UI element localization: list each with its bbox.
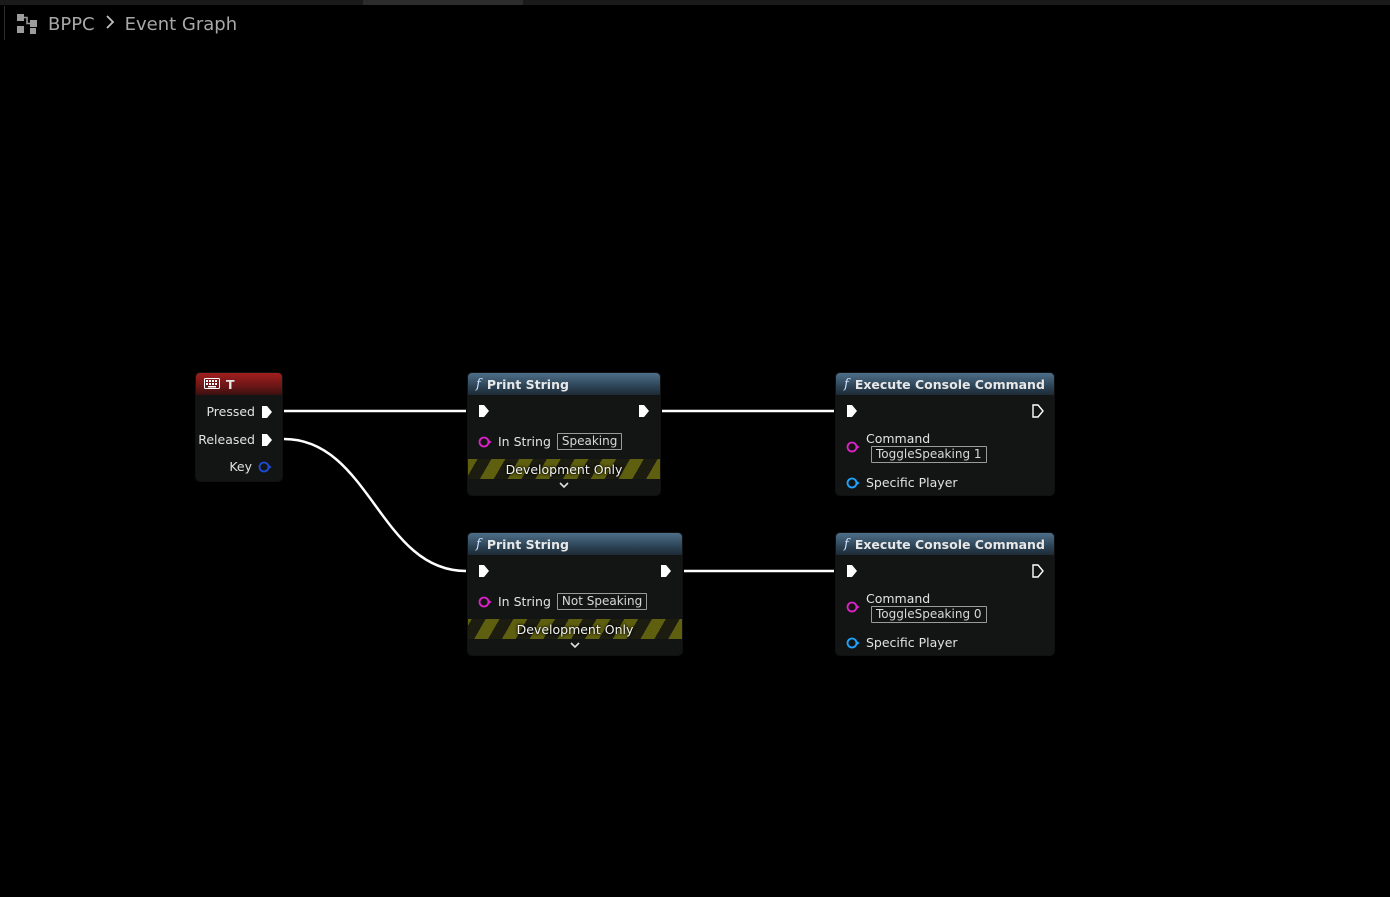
exec-out-pin-icon[interactable] [660,564,672,578]
exec-out-pin-icon[interactable] [638,404,650,418]
print-string-header-2[interactable]: f Print String [468,533,682,555]
breadcrumb: BPPC Event Graph [16,10,237,38]
print-string-node-2[interactable]: f Print String In String Not Speaking De… [468,533,682,655]
expand-chevron-icon[interactable] [468,479,660,492]
execute-console-command-header-1[interactable]: f Execute Console Command [836,373,1054,395]
development-only-label: Development Only [505,461,623,477]
string-pin-icon[interactable] [846,601,860,613]
command-label: Command [866,591,931,606]
chevron-right-icon [105,14,115,34]
execute-console-command-title-2: Execute Console Command [854,536,1045,552]
development-only-banner: Development Only [468,459,660,479]
pressed-pin-row: Pressed [206,404,273,419]
in-string-input[interactable]: Not Speaking [556,593,648,610]
in-string-label: In String [498,594,551,609]
exec-out-pin-icon[interactable] [261,433,273,447]
panel-divider [4,6,5,40]
specific-player-label: Specific Player [866,475,958,490]
string-pin-icon[interactable] [478,596,492,608]
string-pin-icon[interactable] [846,441,860,453]
print-string-title-2: Print String [486,536,569,552]
graph-icon [16,13,38,35]
pressed-label: Pressed [206,404,255,419]
top-tab-strip [0,0,1390,5]
command-label: Command [866,431,931,446]
development-only-label: Development Only [516,621,634,637]
key-event-node[interactable]: T Pressed Released Key [196,373,282,481]
specific-player-label: Specific Player [866,635,958,650]
in-string-pin-row: In String Speaking [478,433,623,450]
exec-in-pin-icon[interactable] [846,564,858,578]
breadcrumb-blueprint[interactable]: BPPC [48,13,95,35]
released-label: Released [198,432,255,447]
specific-player-pin-row: Specific Player [846,475,958,490]
execute-console-command-node-1[interactable]: f Execute Console Command Command Toggle… [836,373,1054,495]
development-only-banner: Development Only [468,619,682,639]
print-string-title-1: Print String [486,376,569,392]
expand-chevron-icon[interactable] [468,639,682,652]
key-event-header[interactable]: T [196,373,282,395]
execute-console-command-header-2[interactable]: f Execute Console Command [836,533,1054,555]
command-input[interactable]: ToggleSpeaking 1 [871,446,987,463]
exec-out-pin-icon[interactable] [261,405,273,419]
exec-in-pin-icon[interactable] [478,564,490,578]
exec-in-pin-icon[interactable] [478,404,490,418]
string-pin-icon[interactable] [478,436,492,448]
function-icon: f [844,536,849,552]
wire-released-to-print2 [283,437,467,573]
released-pin-row: Released [198,432,273,447]
execute-console-command-node-2[interactable]: f Execute Console Command Command Toggle… [836,533,1054,655]
in-string-input[interactable]: Speaking [556,433,623,450]
in-string-label: In String [498,434,551,449]
exec-in-pin-icon[interactable] [846,404,858,418]
object-pin-icon[interactable] [846,637,860,649]
execute-console-command-title-1: Execute Console Command [854,376,1045,392]
exec-out-pin-icon[interactable] [1032,564,1044,578]
key-event-title: T [226,376,235,392]
key-pin-row: Key [229,459,272,474]
print-string-header-1[interactable]: f Print String [468,373,660,395]
struct-pin-icon[interactable] [258,461,272,473]
keyboard-icon [204,377,220,392]
exec-out-pin-icon[interactable] [1032,404,1044,418]
function-icon: f [476,376,481,392]
in-string-pin-row: In String Not Speaking [478,593,648,610]
function-icon: f [476,536,481,552]
function-icon: f [844,376,849,392]
command-input[interactable]: ToggleSpeaking 0 [871,606,987,623]
print-string-node-1[interactable]: f Print String In String Speaking Develo… [468,373,660,495]
object-pin-icon[interactable] [846,477,860,489]
key-label: Key [229,459,252,474]
active-tab-indicator[interactable] [363,0,523,5]
specific-player-pin-row: Specific Player [846,635,958,650]
breadcrumb-graph[interactable]: Event Graph [124,13,238,35]
